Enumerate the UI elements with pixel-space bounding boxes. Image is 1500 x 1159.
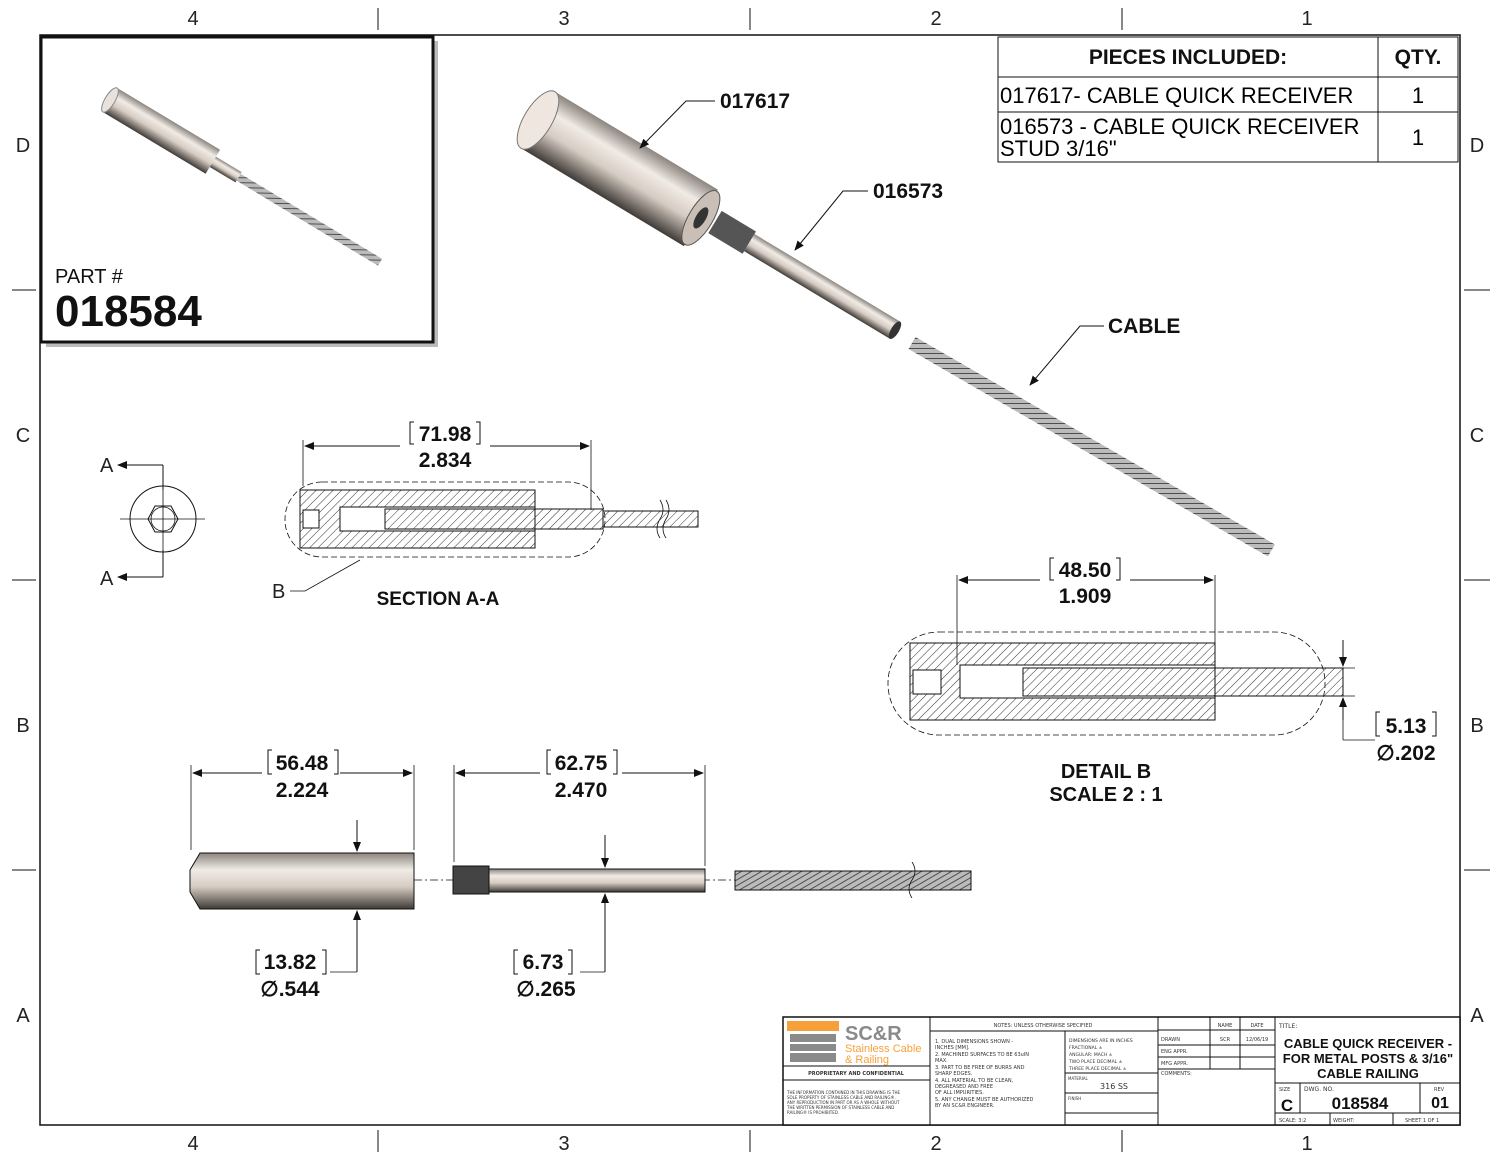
inset-assembly-image <box>101 87 383 266</box>
qty-header: QTY. <box>1395 46 1442 69</box>
detail-dia-in: ∅.202 <box>1376 742 1435 765</box>
piece-row-2-desc: 016573 - CABLE QUICK RECEIVER <box>1000 114 1359 139</box>
dwg-no-value: 018584 <box>1332 1094 1389 1113</box>
date-header: DATE <box>1250 1023 1263 1029</box>
receiver-dia-mm: 13.82 <box>264 951 317 974</box>
piece-row-2-desc-2: STUD 3/16" <box>1000 136 1117 161</box>
detail-scale: SCALE 2 : 1 <box>1049 784 1162 806</box>
zone-row-d: D <box>16 135 30 157</box>
rev-value: 01 <box>1431 1095 1449 1112</box>
zone-row-d-right: D <box>1470 135 1484 157</box>
drawn-date: 12/06/19 <box>1246 1037 1268 1043</box>
proprietary-text: THE INFORMATION CONTAINED IN THIS DRAWIN… <box>786 1090 901 1115</box>
detail-length-in: 1.909 <box>1059 585 1112 608</box>
stud-dia-in: ∅.265 <box>516 978 575 1001</box>
detail-length-mm: 48.50 <box>1059 559 1112 582</box>
part-number: 018584 <box>55 287 202 336</box>
zone-col-4: 4 <box>187 8 198 30</box>
company-logo: SC&R Stainless Cable & Railing <box>787 1021 921 1066</box>
part-inset: PART # 018584 <box>39 35 438 347</box>
proprietary-label: PROPRIETARY AND CONFIDENTIAL <box>808 1071 905 1077</box>
zone-markers: 4 3 2 1 4 3 2 1 D C B A D C B A <box>12 8 1490 1155</box>
title-line-3: CABLE RAILING <box>1317 1066 1419 1081</box>
callout-stud: 016573 <box>873 180 943 203</box>
zone-col-3: 3 <box>558 8 569 30</box>
dwg-no-label: DWG. NO. <box>1304 1086 1334 1093</box>
zone-row-a-right: A <box>1470 1005 1484 1027</box>
section-mark-a-top: A <box>100 455 114 477</box>
zone-row-b-right: B <box>1470 715 1483 737</box>
detail-dia-mm: 5.13 <box>1386 715 1427 738</box>
sheet-value: SHEET 1 OF 1 <box>1405 1118 1439 1124</box>
drawn-name: SCR <box>1220 1037 1231 1043</box>
title-block: SC&R Stainless Cable & Railing PROPRIETA… <box>782 1016 1461 1126</box>
part-label: PART # <box>55 266 124 288</box>
stud-length-mm: 62.75 <box>555 752 608 775</box>
name-header: NAME <box>1218 1023 1233 1029</box>
detail-mark-b: B <box>272 581 285 603</box>
logo-sub2: & Railing <box>845 1054 889 1066</box>
stud-length-in: 2.470 <box>555 779 608 802</box>
stud-dia-mm: 6.73 <box>523 951 564 974</box>
zone-row-c-right: C <box>1470 425 1484 447</box>
receiver-length-in: 2.224 <box>276 779 329 802</box>
notes-header: NOTES: UNLESS OTHERWISE SPECIFIED <box>994 1023 1093 1029</box>
eng-appr-label: ENG APPR. <box>1161 1049 1188 1055</box>
zone-col-4-bottom: 4 <box>187 1133 198 1155</box>
section-length-in: 2.834 <box>419 449 472 472</box>
comments-label: COMMENTS: <box>1161 1071 1192 1077</box>
zone-row-b: B <box>16 715 29 737</box>
receiver-length-mm: 56.48 <box>276 752 329 775</box>
zone-row-a: A <box>16 1005 30 1027</box>
material-label: MATERIAL <box>1068 1076 1089 1081</box>
logo-main: SC&R <box>845 1023 902 1045</box>
pieces-table: PIECES INCLUDED: QTY. 017617- CABLE QUIC… <box>997 36 1459 163</box>
size-label: SIZE <box>1279 1087 1290 1093</box>
title-line-1: CABLE QUICK RECEIVER - <box>1284 1036 1452 1051</box>
notes-list: 1. DUAL DIMENSIONS SHOWN - INCHES [MM]. … <box>935 1039 1035 1109</box>
zone-col-3-bottom: 3 <box>558 1133 569 1155</box>
component-side-views: 56.48 2.224 62.75 2.470 13.82 ∅.544 6.73… <box>189 749 972 1001</box>
finish-label: FINISH <box>1068 1096 1081 1101</box>
detail-title: DETAIL B <box>1061 761 1151 783</box>
section-title: SECTION A-A <box>377 589 500 610</box>
zone-col-2: 2 <box>930 8 941 30</box>
size-value: C <box>1281 1096 1293 1115</box>
tolerances: DIMENSIONS ARE IN INCHES FRACTIONAL ± AN… <box>1068 1038 1134 1072</box>
detail-b-view: 48.50 1.909 5.13 ∅.202 DETAIL B SCALE 2 … <box>887 557 1437 806</box>
drawing-border <box>39 34 1461 1126</box>
mfg-appr-label: MFG APPR. <box>1161 1061 1188 1067</box>
piece-row-1-qty: 1 <box>1412 83 1424 108</box>
piece-row-1-desc: 017617- CABLE QUICK RECEIVER <box>1000 83 1353 108</box>
callout-cable: CABLE <box>1108 315 1180 338</box>
logo-sub1: Stainless Cable <box>845 1043 921 1055</box>
rev-label: REV <box>1434 1087 1445 1093</box>
zone-col-1: 1 <box>1301 8 1312 30</box>
section-length-mm: 71.98 <box>419 423 472 446</box>
end-view: A A <box>100 455 205 590</box>
callout-receiver: 017617 <box>720 90 790 113</box>
piece-row-2-qty: 1 <box>1412 125 1424 150</box>
title-label: TITLE: <box>1278 1023 1297 1030</box>
zone-col-1-bottom: 1 <box>1301 1133 1312 1155</box>
drawn-label: DRAWN <box>1161 1037 1180 1043</box>
receiver-dia-in: ∅.544 <box>260 978 319 1001</box>
title-line-2: FOR METAL POSTS & 3/16" <box>1283 1051 1453 1066</box>
section-mark-a-bottom: A <box>100 568 114 590</box>
scale-value: SCALE: 3:2 <box>1279 1118 1306 1124</box>
zone-row-c: C <box>16 425 30 447</box>
material-value: 316 SS <box>1100 1082 1128 1091</box>
pieces-header: PIECES INCLUDED: <box>1089 46 1287 69</box>
zone-col-2-bottom: 2 <box>930 1133 941 1155</box>
section-a-a-view: 71.98 2.834 B SECTION A-A <box>272 421 699 610</box>
weight-label: WEIGHT: <box>1333 1118 1355 1124</box>
exploded-isometric-view: 017617 016573 CABLE <box>516 90 1275 557</box>
